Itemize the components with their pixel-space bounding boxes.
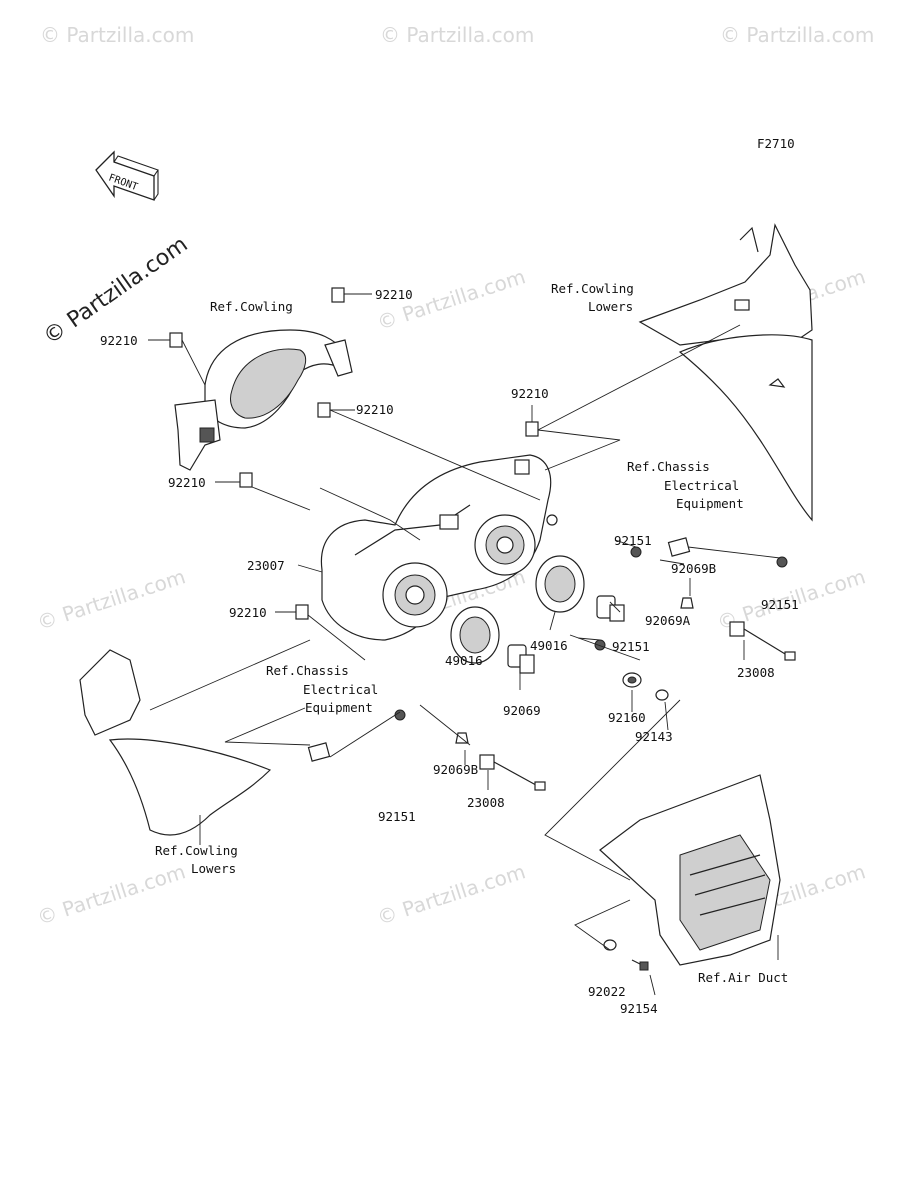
washer-92022 <box>603 939 617 951</box>
watermark: © Partzilla.com <box>34 564 188 635</box>
watermark: © Partzilla.com <box>34 859 188 930</box>
upper-cowling <box>174 329 353 471</box>
callout-92210: 92210 <box>229 605 267 620</box>
callout-92022: 92022 <box>588 984 626 999</box>
ref-chassis-right: Ref.Chassis <box>627 459 710 474</box>
callout-labels: 92210 92210 92210 92210 92210 92210 2300… <box>100 287 799 1016</box>
clip-92210 <box>169 332 183 348</box>
callout-23008: 23008 <box>467 795 505 810</box>
bolt-92151 <box>594 639 606 651</box>
cowling-lowers-right <box>638 223 813 522</box>
socket-92069A <box>596 595 625 622</box>
callout-92154: 92154 <box>620 1001 658 1016</box>
bracket-clip-right <box>667 537 691 557</box>
ref-chassis-right: Equipment <box>676 496 744 511</box>
figure-code: F2710 <box>757 136 795 151</box>
watermark: © Partzilla.com <box>374 859 528 930</box>
ref-cowling-lowers-bottom: Lowers <box>191 861 236 876</box>
bolt-92151 <box>630 546 642 558</box>
clip-92210 <box>239 472 253 488</box>
callout-92210: 92210 <box>100 333 138 348</box>
clip-92210 <box>525 421 539 437</box>
bracket-clip-left <box>307 742 331 762</box>
ref-cowling-lowers-top: Ref.Cowling <box>551 281 634 296</box>
callout-49016: 49016 <box>445 653 483 668</box>
callout-92151: 92151 <box>761 597 799 612</box>
air-duct <box>599 774 781 966</box>
callout-92151: 92151 <box>612 639 650 654</box>
collar-92143 <box>655 689 669 701</box>
ref-chassis-left: Ref.Chassis <box>266 663 349 678</box>
clip-92210 <box>331 287 345 303</box>
ref-chassis-left: Equipment <box>305 700 373 715</box>
bulb-92069B-right <box>680 597 694 609</box>
clip-92210 <box>295 604 309 620</box>
watermark: © Partzilla.com <box>380 23 534 47</box>
callout-92210: 92210 <box>375 287 413 302</box>
callout-92210: 92210 <box>356 402 394 417</box>
callout-92151: 92151 <box>378 809 416 824</box>
callout-49016: 49016 <box>530 638 568 653</box>
bolt-92151 <box>394 709 406 721</box>
harness-23008-left <box>479 754 546 791</box>
ref-cowling-lowers-top: Lowers <box>588 299 633 314</box>
headlight-assembly <box>320 454 558 641</box>
callout-92069: 92069 <box>503 703 541 718</box>
bolt-92154 <box>631 959 649 971</box>
harness-23008-right <box>729 621 796 661</box>
bulb-49016-lower <box>450 606 500 664</box>
callout-92210: 92210 <box>168 475 206 490</box>
callout-92069B: 92069B <box>433 762 478 777</box>
bulb-49016-upper <box>535 555 585 613</box>
front-direction-arrow-icon: FRONT <box>95 150 159 201</box>
grommet-92160 <box>622 672 642 688</box>
watermark: © Partzilla.com <box>720 23 874 47</box>
ref-cowling: Ref.Cowling <box>210 299 293 314</box>
clip-92210 <box>317 402 331 418</box>
callout-23008: 23008 <box>737 665 775 680</box>
callout-92069A: 92069A <box>645 613 691 628</box>
callout-92210: 92210 <box>511 386 549 401</box>
ref-air-duct: Ref.Air Duct <box>698 970 788 985</box>
callout-92160: 92160 <box>608 710 646 725</box>
bolt-92151 <box>776 556 788 568</box>
leader-lines <box>148 293 781 996</box>
watermark: © Partzilla.com <box>40 23 194 47</box>
cowling-lowers-left <box>79 649 272 836</box>
callout-92143: 92143 <box>635 729 673 744</box>
ref-cowling-lowers-bottom: Ref.Cowling <box>155 843 238 858</box>
ref-chassis-left: Electrical <box>303 682 378 697</box>
socket-92069 <box>507 644 535 674</box>
callout-92069B: 92069B <box>671 561 716 576</box>
ref-chassis-right: Electrical <box>664 478 739 493</box>
reference-labels: Ref.Cowling Ref.Cowling Lowers Ref.Chass… <box>155 281 788 985</box>
callout-23007: 23007 <box>247 558 285 573</box>
callout-92151: 92151 <box>614 533 652 548</box>
